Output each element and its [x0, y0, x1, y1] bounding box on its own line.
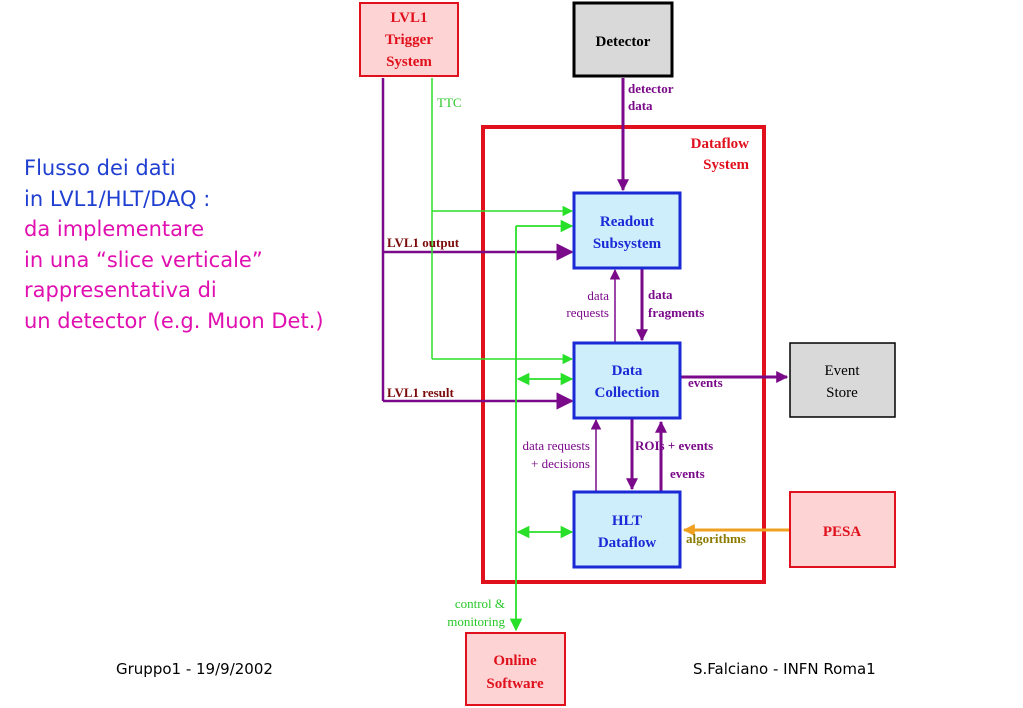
control-monitoring-label-2: monitoring	[447, 614, 505, 629]
svg-text:Collection: Collection	[595, 385, 661, 401]
hlt-dataflow-box: HLT Dataflow	[572, 490, 682, 569]
lvl1-result-label: LVL1 result	[387, 385, 454, 400]
svg-text:PESA: PESA	[823, 524, 862, 540]
events-up-label: events	[670, 466, 705, 481]
data-requests-label-2: requests	[566, 305, 609, 320]
lvl1-trigger-system-box: LVL1 Trigger System	[359, 2, 459, 77]
svg-text:System: System	[386, 54, 432, 70]
detector-box: Detector	[572, 1, 674, 78]
svg-text:Subsystem: Subsystem	[593, 236, 662, 252]
events-out-label: events	[688, 375, 723, 390]
pesa-box: PESA	[789, 491, 896, 568]
algorithms-label: algorithms	[686, 531, 746, 546]
svg-text:Software: Software	[486, 676, 544, 692]
event-store-box: Event Store	[789, 342, 896, 418]
data-requests-label-1: data	[587, 288, 609, 303]
footer-right: S.Falciano - INFN Roma1	[693, 660, 876, 678]
svg-text:Store: Store	[826, 385, 858, 401]
dataflow-system-label-1: Dataflow	[691, 136, 749, 152]
intro-line-4: in una “slice verticale”	[24, 247, 263, 272]
data-requests-decisions-label-2: + decisions	[531, 456, 590, 471]
svg-text:Trigger: Trigger	[385, 32, 433, 48]
intro-line-5: rappresentativa di	[24, 278, 217, 302]
svg-text:Online: Online	[493, 653, 537, 669]
svg-text:Readout: Readout	[600, 214, 654, 230]
control-monitoring-connector	[509, 219, 574, 632]
lvl1-output-connector	[381, 78, 574, 410]
data-requests-decisions-label-1: data requests	[522, 438, 590, 453]
control-monitoring-label-1: control &	[455, 596, 505, 611]
svg-text:Dataflow: Dataflow	[598, 535, 656, 551]
detector-data-label-2: data	[628, 98, 653, 113]
readout-subsystem-box: Readout Subsystem	[572, 191, 682, 270]
detector-data-label-1: detector	[628, 81, 674, 96]
intro-line-1: Flusso dei dati	[24, 156, 176, 180]
svg-text:HLT: HLT	[612, 513, 642, 529]
dataflow-system-label-2: System	[703, 157, 749, 173]
intro-line-3: da implementare	[24, 217, 205, 241]
online-software-box: Online Software	[465, 632, 566, 706]
data-collection-box: Data Collection	[572, 341, 682, 420]
ttc-label: TTC	[437, 95, 462, 110]
rois-events-label: ROIs + events	[635, 438, 713, 453]
svg-text:Detector: Detector	[596, 34, 651, 50]
data-fragments-label-1: data	[648, 287, 673, 302]
intro-text: Flusso dei dati in LVL1/HLT/DAQ : da imp…	[24, 153, 324, 336]
lvl1-output-label: LVL1 output	[387, 235, 460, 250]
intro-line-6: un detector (e.g. Muon Det.)	[24, 308, 324, 333]
footer-left: Gruppo1 - 19/9/2002	[116, 660, 273, 678]
svg-text:LVL1: LVL1	[391, 10, 428, 26]
data-fragments-label-2: fragments	[648, 305, 704, 320]
intro-line-2: in LVL1/HLT/DAQ :	[24, 186, 211, 211]
svg-text:Event: Event	[825, 363, 861, 379]
ttc-connector	[431, 78, 574, 365]
svg-text:Data: Data	[612, 363, 643, 379]
